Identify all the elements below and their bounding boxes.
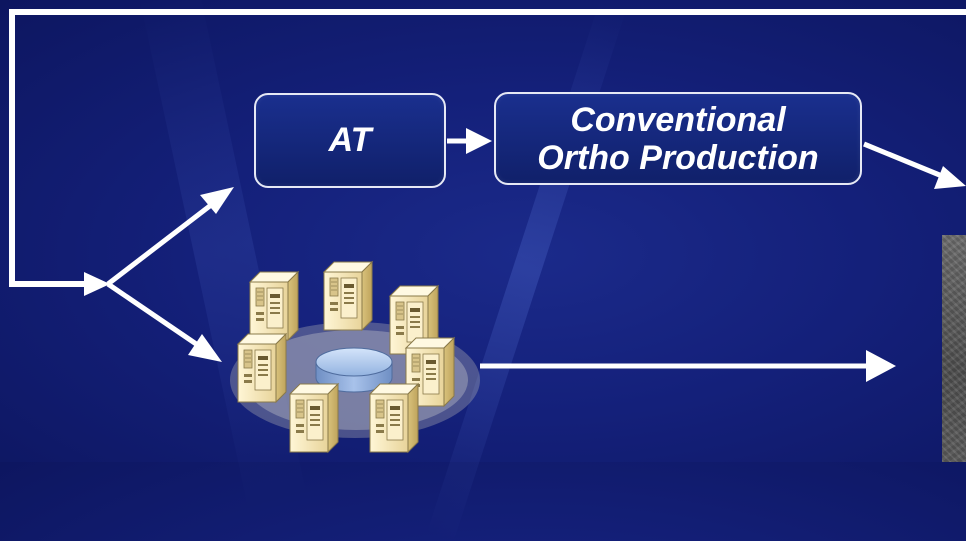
ortho-image-thumbnail [942, 235, 966, 462]
feedback-loop-line [9, 9, 966, 287]
conventional-label-line1: Conventional [570, 100, 786, 139]
branch-down-arrowhead [188, 334, 222, 362]
conventional-out-line [863, 141, 943, 179]
junction-arrowhead [84, 272, 110, 296]
at-label: AT [328, 121, 372, 159]
conventional-ortho-production-box: Conventional Ortho Production [494, 92, 862, 185]
conventional-out-arrowhead [934, 166, 966, 189]
conventional-label-line2: Ortho Production [537, 138, 819, 177]
branch-down-line [106, 281, 207, 353]
branch-up-line [106, 200, 217, 286]
at-box: AT [254, 93, 446, 188]
cluster-out-arrowhead [866, 350, 896, 382]
server-cluster-icon [230, 261, 480, 453]
at-to-conventional-arrowhead [466, 128, 492, 154]
branch-up-arrowhead [200, 187, 234, 214]
flow-diagram [9, 9, 966, 453]
